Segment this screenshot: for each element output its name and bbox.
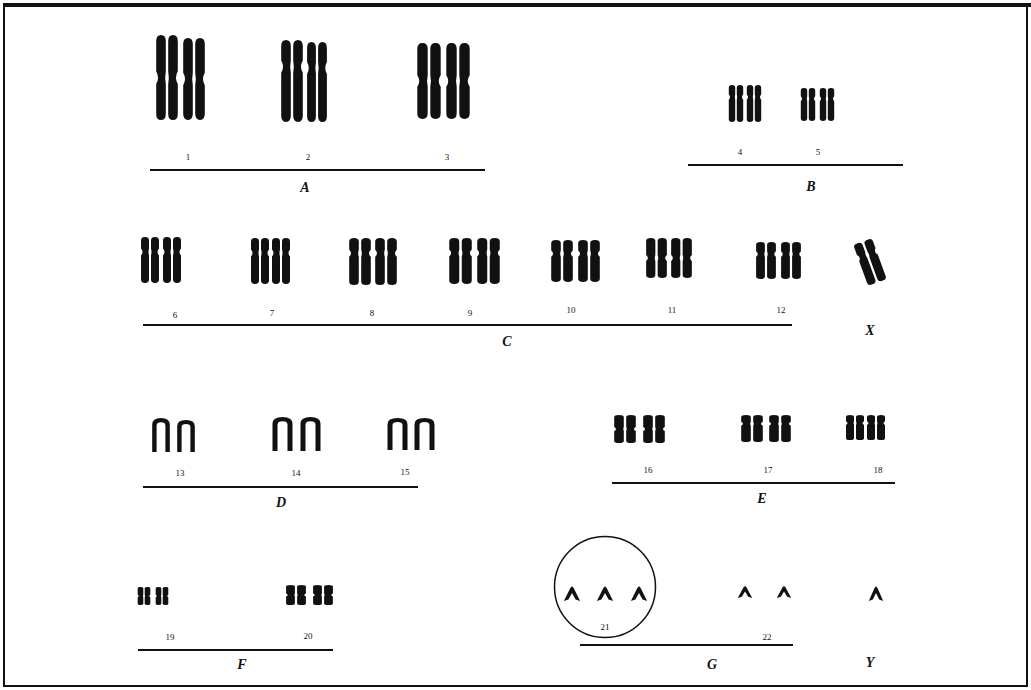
chromosome-number: 17 bbox=[764, 466, 773, 475]
chromosome-number: 22 bbox=[763, 633, 772, 642]
chromosomes bbox=[138, 35, 887, 605]
chromosome-number: 12 bbox=[777, 306, 786, 315]
highlight-circle: 21 bbox=[553, 535, 657, 639]
group-letter: B bbox=[806, 180, 815, 194]
chromosome-number: 21 bbox=[601, 623, 610, 632]
chromosome-number: 5 bbox=[816, 148, 821, 157]
chromosome-number: 16 bbox=[644, 466, 653, 475]
chromosome-number: 19 bbox=[166, 633, 175, 642]
chromosome-number: 14 bbox=[292, 469, 301, 478]
chromosome-number: 2 bbox=[306, 153, 311, 162]
chromosome-number: 6 bbox=[173, 311, 178, 320]
group-letter: A bbox=[300, 181, 309, 195]
group-letter: Y bbox=[866, 656, 875, 670]
chromosome-number: 20 bbox=[304, 632, 313, 641]
chromosome-number: 3 bbox=[445, 153, 450, 162]
group-letter: F bbox=[237, 658, 246, 672]
chromosome-number: 4 bbox=[738, 148, 743, 157]
chromosome-number: 10 bbox=[567, 306, 576, 315]
group-underlines bbox=[138, 165, 903, 650]
frame bbox=[4, 4, 1027, 686]
chromosome-number: 8 bbox=[370, 309, 375, 318]
chromosome-number: 9 bbox=[468, 309, 473, 318]
chromosome-number: 7 bbox=[270, 309, 275, 318]
group-letter: G bbox=[707, 658, 717, 672]
group-letter: X bbox=[865, 324, 874, 338]
chromosome-number: 18 bbox=[874, 466, 883, 475]
group-letter: C bbox=[502, 335, 511, 349]
frame-top bbox=[4, 3, 1031, 7]
chromosome-number: 1 bbox=[186, 153, 191, 162]
group-letter: E bbox=[757, 492, 766, 506]
chromosome-number: 13 bbox=[176, 469, 185, 478]
chromosome-number: 11 bbox=[668, 306, 677, 315]
group-letter: D bbox=[276, 496, 286, 510]
chromosome-number: 15 bbox=[401, 468, 410, 477]
